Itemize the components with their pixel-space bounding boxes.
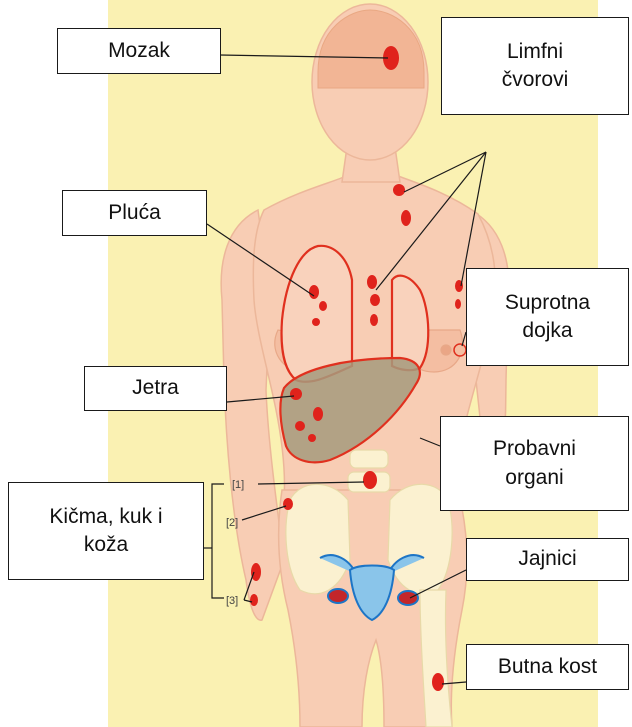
label-brain: Mozak bbox=[57, 28, 221, 74]
spot-chest-3 bbox=[370, 314, 378, 326]
spot-spine bbox=[363, 471, 377, 489]
spot-chest-2 bbox=[370, 294, 380, 306]
label-lymph-nodes: Limfni čvorovi bbox=[441, 17, 629, 115]
label-digestive-organs: Probavni organi bbox=[440, 416, 629, 511]
spot-hip bbox=[283, 498, 293, 510]
label-ovaries: Jajnici bbox=[466, 538, 629, 581]
spot-neck bbox=[393, 184, 405, 196]
spot-chest-1 bbox=[367, 275, 377, 289]
spot-skin-1 bbox=[251, 563, 261, 581]
bracket-mark-2: [2] bbox=[226, 517, 238, 529]
label-other-breast: Suprotna dojka bbox=[466, 268, 629, 366]
spot-liver-3 bbox=[295, 421, 305, 431]
label-femur: Butna kost bbox=[466, 644, 629, 690]
bracket-mark-3: [3] bbox=[226, 595, 238, 607]
spot-breast bbox=[454, 344, 466, 356]
spot-lung-1 bbox=[309, 285, 319, 299]
spot-liver-4 bbox=[308, 434, 316, 442]
spot-lung-3 bbox=[312, 318, 320, 326]
spot-liver-1 bbox=[290, 388, 302, 400]
label-spine-hip-skin: Kičma, kuk i koža bbox=[8, 482, 204, 580]
label-liver: Jetra bbox=[84, 366, 227, 411]
spot-liver-2 bbox=[313, 407, 323, 421]
spot-lung-2 bbox=[319, 301, 327, 311]
bracket-mark-1: [1] bbox=[232, 479, 244, 491]
spot-axilla-2 bbox=[455, 299, 461, 309]
spot-skin-2 bbox=[250, 594, 258, 606]
spot-neck-2 bbox=[401, 210, 411, 226]
label-lungs: Pluća bbox=[62, 190, 207, 236]
spot-femur bbox=[432, 673, 444, 691]
